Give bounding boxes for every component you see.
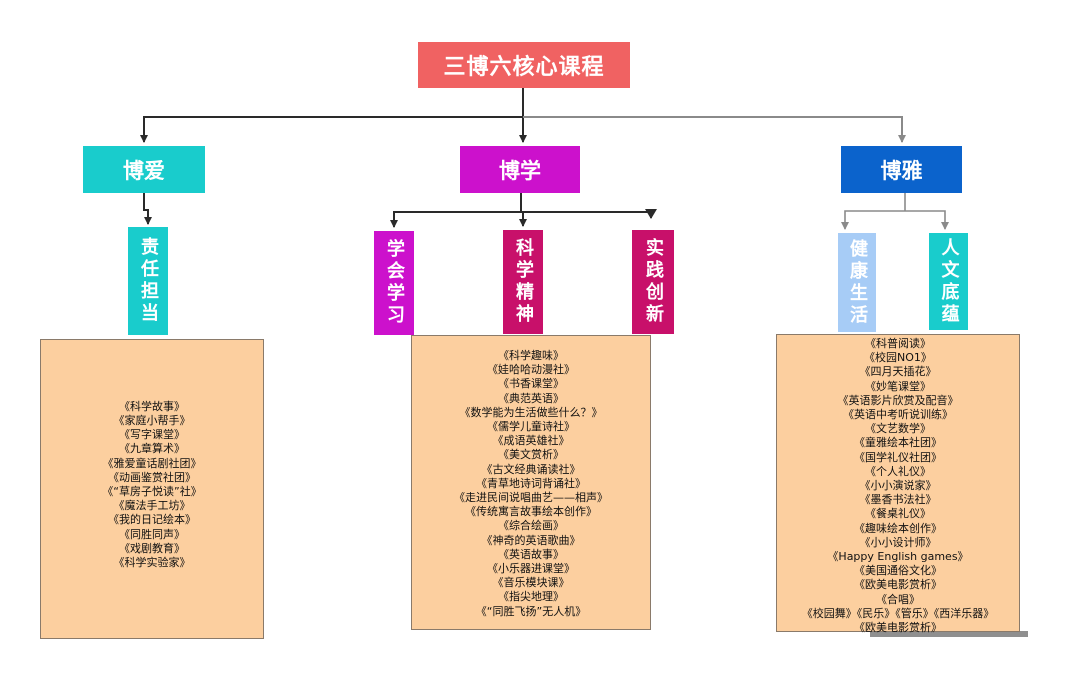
course-item: 《小小设计师》 xyxy=(859,535,937,549)
course-item: 《动画鉴赏社团》 xyxy=(108,470,196,484)
course-item: 《小小演说家》 xyxy=(859,479,937,493)
course-item: 《神奇的英语歌曲》 xyxy=(481,533,581,547)
course-item: 《英语故事》 xyxy=(498,547,564,561)
node-boya: 博雅 xyxy=(841,146,962,193)
course-item: 《英语中考听说训练》 xyxy=(843,408,953,422)
course-item: 《趣味绘本创作》 xyxy=(854,521,942,535)
course-item: 《童雅绘本社团》 xyxy=(854,436,942,450)
course-item: 《走进民间说唱曲艺——相声》 xyxy=(454,491,608,505)
course-item: 《“草房子悦读”社》 xyxy=(102,485,202,498)
node-xuehuixuexi: 学会学习 xyxy=(374,231,414,335)
root-connectors xyxy=(140,88,906,143)
node-boxue: 博学 xyxy=(460,146,580,193)
course-item: 《音乐模块课》 xyxy=(492,576,570,590)
course-item: 《校园舞》《民乐》《管乐》《西洋乐器》 xyxy=(801,606,995,620)
course-item: 《指尖地理》 xyxy=(498,590,564,604)
boai-connectors xyxy=(143,193,152,225)
course-item: 《科学趣味》 xyxy=(498,349,564,362)
course-item: 《美国通俗文化》 xyxy=(854,564,942,578)
course-item: 《Happy English games》 xyxy=(827,550,969,564)
course-item: 《科普阅读》 xyxy=(865,337,931,350)
course-list-boxue: 《科学趣味》《娃哈哈动漫社》《书香课堂》《典范英语》《数学能为生活做些什么？》《… xyxy=(411,335,651,630)
boya-connectors xyxy=(841,193,949,230)
panel-shadow xyxy=(870,631,1028,637)
course-item: 《同胜同声》 xyxy=(119,527,185,541)
course-list-boya: 《科普阅读》《校园NO1》《四月天插花》《妙笔课堂》《英语影片欣赏及配音》《英语… xyxy=(776,334,1020,635)
course-item: 《餐桌礼仪》 xyxy=(865,507,931,521)
course-item: 《国学礼仪社团》 xyxy=(854,450,942,464)
course-item: 《欧美电影赏析》 xyxy=(854,621,942,635)
course-list-boai: 《科学故事》《家庭小帮手》《写字课堂》《九章算术》《雅爱童话剧社团》《动画鉴赏社… xyxy=(40,339,264,639)
course-item: 《综合绘画》 xyxy=(498,519,564,533)
root-node: 三博六核心课程 xyxy=(418,42,630,88)
course-item: 《我的日记绘本》 xyxy=(108,513,196,527)
course-item: 《英语影片欣赏及配音》 xyxy=(837,393,959,407)
course-item: 《科学故事》 xyxy=(119,399,185,413)
course-item: 《美文赏析》 xyxy=(498,448,564,462)
course-item: 《娃哈哈动漫社》 xyxy=(487,363,575,377)
course-item: 《戏剧教育》 xyxy=(119,541,185,555)
course-item: 《九章算术》 xyxy=(119,442,185,456)
course-item: 《传统寓言故事绘本创作》 xyxy=(465,505,597,519)
course-item: 《墨香书法社》 xyxy=(859,493,937,507)
node-jiankangshenghuo: 健康生活 xyxy=(838,233,876,332)
course-item: 《合唱》 xyxy=(876,592,920,606)
course-item: 《妙笔课堂》 xyxy=(865,379,931,393)
node-shijianchuangxin: 实践创新 xyxy=(632,230,674,334)
course-item: 《雅爱童话剧社团》 xyxy=(102,456,202,470)
course-item: 《典范英语》 xyxy=(498,391,564,405)
course-item: 《成语英雄社》 xyxy=(492,434,570,448)
course-item: 《写字课堂》 xyxy=(119,428,185,442)
course-item: 《书香课堂》 xyxy=(498,377,564,391)
course-item: 《个人礼仪》 xyxy=(865,464,931,478)
course-item: 《儒学儿童诗社》 xyxy=(487,420,575,434)
course-item: 《科学实验家》 xyxy=(113,556,191,570)
course-item: 《文艺数学》 xyxy=(865,422,931,436)
course-item: 《校园NO1》 xyxy=(864,351,932,365)
course-item: 《青草地诗词背诵社》 xyxy=(476,476,586,490)
node-boai: 博爱 xyxy=(83,146,205,193)
course-item: 《数学能为生活做些什么？》 xyxy=(459,405,603,419)
node-zerendandang: 责任担当 xyxy=(128,227,168,335)
boxue-connectors xyxy=(390,193,657,228)
course-item: 《家庭小帮手》 xyxy=(113,413,191,427)
node-renwendiyun: 人文底蕴 xyxy=(929,233,968,330)
course-item: 《四月天插花》 xyxy=(859,365,937,379)
course-item: 《小乐器进课堂》 xyxy=(487,562,575,576)
course-item: 《欧美电影赏析》 xyxy=(854,578,942,592)
course-item: 《“同胜飞扬”无人机》 xyxy=(475,604,587,618)
node-kexuejingshen: 科学精神 xyxy=(503,230,543,334)
course-item: 《古文经典诵读社》 xyxy=(481,462,581,476)
course-item: 《魔法手工坊》 xyxy=(113,499,191,513)
